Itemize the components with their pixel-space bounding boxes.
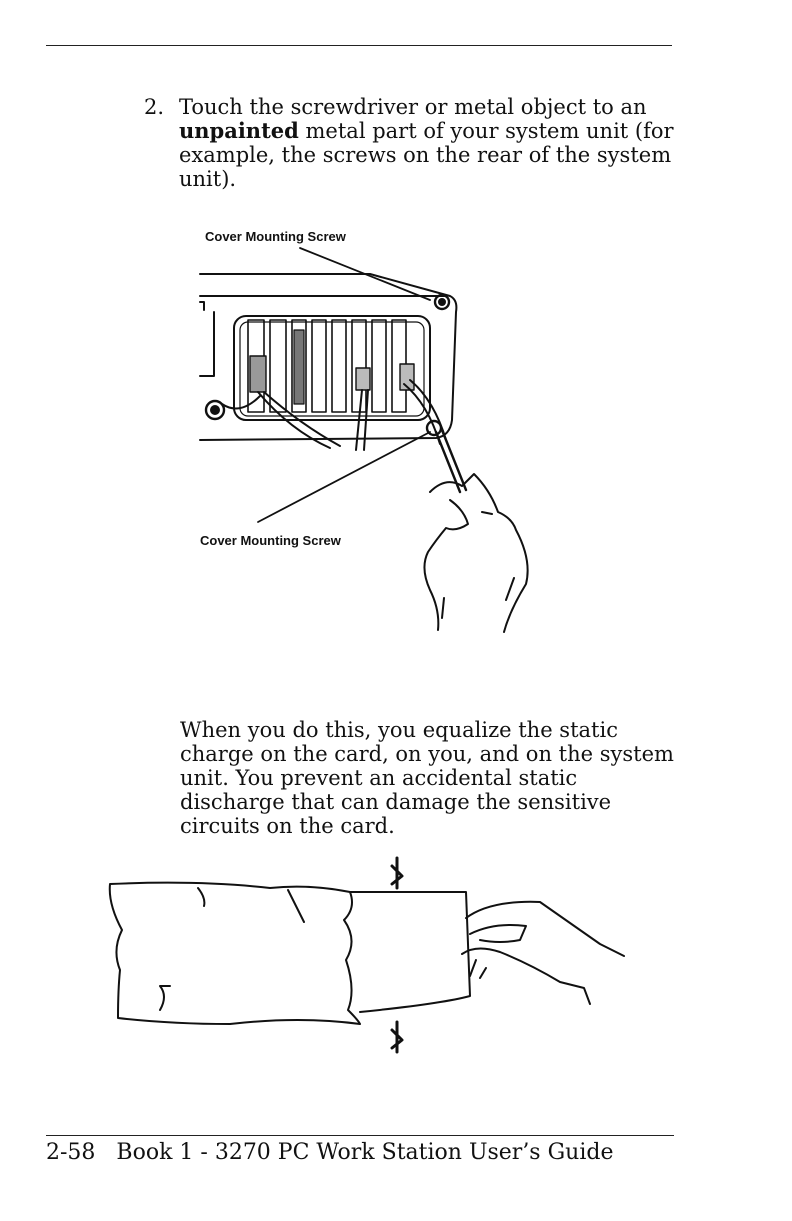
hand [423, 473, 529, 633]
arrow-bottom [390, 1020, 404, 1054]
page-footer: 2-58 Book 1 - 3270 PC Work Station User’… [46, 1140, 613, 1165]
system-unit-body [199, 273, 458, 441]
cables [221, 379, 447, 451]
cover-mounting-screw-label-bottom: Cover Mounting Screw [200, 533, 341, 548]
step-emphasis: unpainted [179, 118, 299, 143]
step-text: Touch the screwdriver or metal object to… [179, 95, 684, 191]
pointer-line-bottom [257, 431, 431, 523]
step-number: 2. [144, 95, 165, 119]
footer-title: Book 1 - 3270 PC Work Station User’s Gui… [116, 1140, 614, 1165]
adapter-card [349, 891, 471, 1013]
cover-mounting-screw-label-top: Cover Mounting Screw [205, 229, 346, 244]
hand-holding-card [461, 900, 625, 1005]
antistatic-bag [108, 881, 361, 1025]
footer-rule [46, 1135, 674, 1136]
parallel-connector [293, 329, 305, 405]
screwdriver [434, 428, 468, 494]
expansion-slot-panel [233, 315, 431, 421]
arrow-top [390, 856, 404, 890]
cover-mounting-screw-top [433, 293, 451, 311]
footer-page-number: 2-58 [46, 1140, 96, 1165]
step-text-after: metal part of your system unit (for exam… [179, 119, 674, 191]
body-paragraph: When you do this, you equalize the stati… [180, 718, 674, 838]
step-text-before: Touch the screwdriver or metal object to… [179, 95, 647, 119]
header-rule [46, 45, 672, 46]
power-connector [204, 399, 226, 421]
